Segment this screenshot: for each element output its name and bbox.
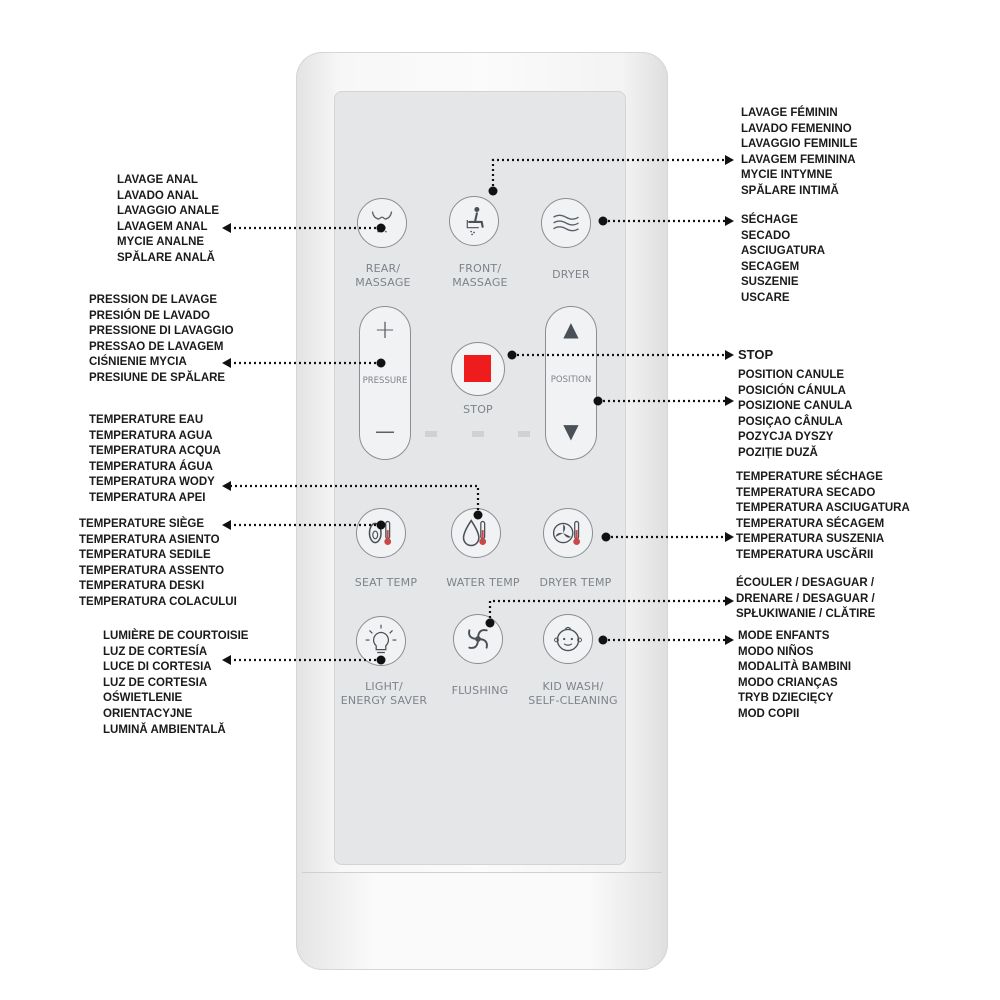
leader-water-temp: [230, 484, 480, 515]
arrow-head: [725, 350, 734, 360]
leader-dot: [598, 635, 608, 645]
leader-dot: [376, 520, 386, 530]
rear-massage-label: REAR/MASSAGE: [355, 262, 411, 289]
leader-flushing: [488, 599, 726, 623]
indicator-light: [425, 431, 437, 437]
front-massage-button[interactable]: [449, 196, 499, 246]
dryer-waves-icon: [553, 214, 579, 232]
leader-feminine-wash: [491, 158, 726, 191]
leader-dot: [376, 358, 386, 368]
stop-button[interactable]: [451, 342, 505, 396]
leader-dot: [488, 186, 498, 196]
dryer-temp-button[interactable]: [543, 508, 593, 558]
flushing-label: FLUSHING: [451, 684, 509, 697]
leader-dot: [485, 618, 495, 628]
position-rocker[interactable]: ▲ ▼: [545, 306, 597, 460]
arrow-head: [725, 155, 734, 165]
swirl-icon: [468, 629, 488, 649]
arrow-head: [222, 481, 231, 491]
dryer-button[interactable]: [541, 198, 591, 248]
position-up-button[interactable]: ▲: [563, 317, 579, 341]
water-temp-label: WATER TEMP: [446, 576, 520, 589]
leader-dot: [376, 655, 386, 665]
arrow-head: [725, 216, 734, 226]
arrow-head: [725, 396, 734, 406]
leader-dot: [507, 350, 517, 360]
stop-square-icon: [464, 355, 491, 382]
pressure-minus-button[interactable]: —: [375, 419, 395, 443]
light-bulb-icon: [365, 624, 397, 654]
leader-dot: [598, 216, 608, 226]
arrow-head: [222, 655, 231, 665]
arrow-head: [725, 532, 734, 542]
light-energy-saver-label: LIGHT/ENERGY SAVER: [340, 680, 428, 707]
remote-control-base: [302, 872, 662, 969]
flushing-button[interactable]: [453, 614, 503, 664]
fan-thermometer-icon: [552, 520, 580, 545]
leader-dot: [376, 223, 386, 233]
indicator-light: [518, 431, 530, 437]
arrow-head: [725, 596, 734, 606]
stop-label: STOP: [463, 403, 493, 416]
dryer-label: DRYER: [552, 268, 590, 281]
seat-temp-button[interactable]: [356, 508, 406, 558]
leader-dot: [473, 510, 483, 520]
pressure-rocker[interactable]: + —: [359, 306, 411, 460]
arrow-head: [222, 520, 231, 530]
annotation-stop: STOP: [738, 347, 774, 362]
leader-dot: [601, 532, 611, 542]
kid-wash-button[interactable]: [543, 614, 593, 664]
front-massage-label: FRONT/MASSAGE: [452, 262, 508, 289]
dryer-temp-label: DRYER TEMP: [539, 576, 612, 589]
arrow-head: [222, 358, 231, 368]
arrow-head: [725, 635, 734, 645]
water-drop-thermometer-icon: [462, 519, 487, 547]
leader-dot: [593, 396, 603, 406]
position-label: POSITION: [550, 375, 592, 385]
pressure-plus-button[interactable]: +: [374, 315, 396, 345]
baby-face-icon: [554, 626, 582, 652]
seat-thermometer-icon: [368, 520, 392, 545]
seat-temp-label: SEAT TEMP: [354, 576, 418, 589]
kid-wash-label: KID WASH/SELF-CLEANING: [528, 680, 618, 707]
annotation-flushing: ÉCOULER / DESAGUAR /DRENARE / DESAGUAR /…: [736, 577, 876, 621]
arrow-head: [222, 223, 231, 233]
position-down-button[interactable]: ▼: [563, 419, 579, 443]
rear-massage-button[interactable]: [357, 198, 407, 248]
front-wash-icon: [466, 206, 484, 236]
indicator-light: [472, 431, 484, 437]
light-energy-saver-button[interactable]: [356, 616, 406, 666]
pressure-label: PRESSURE: [362, 376, 408, 386]
